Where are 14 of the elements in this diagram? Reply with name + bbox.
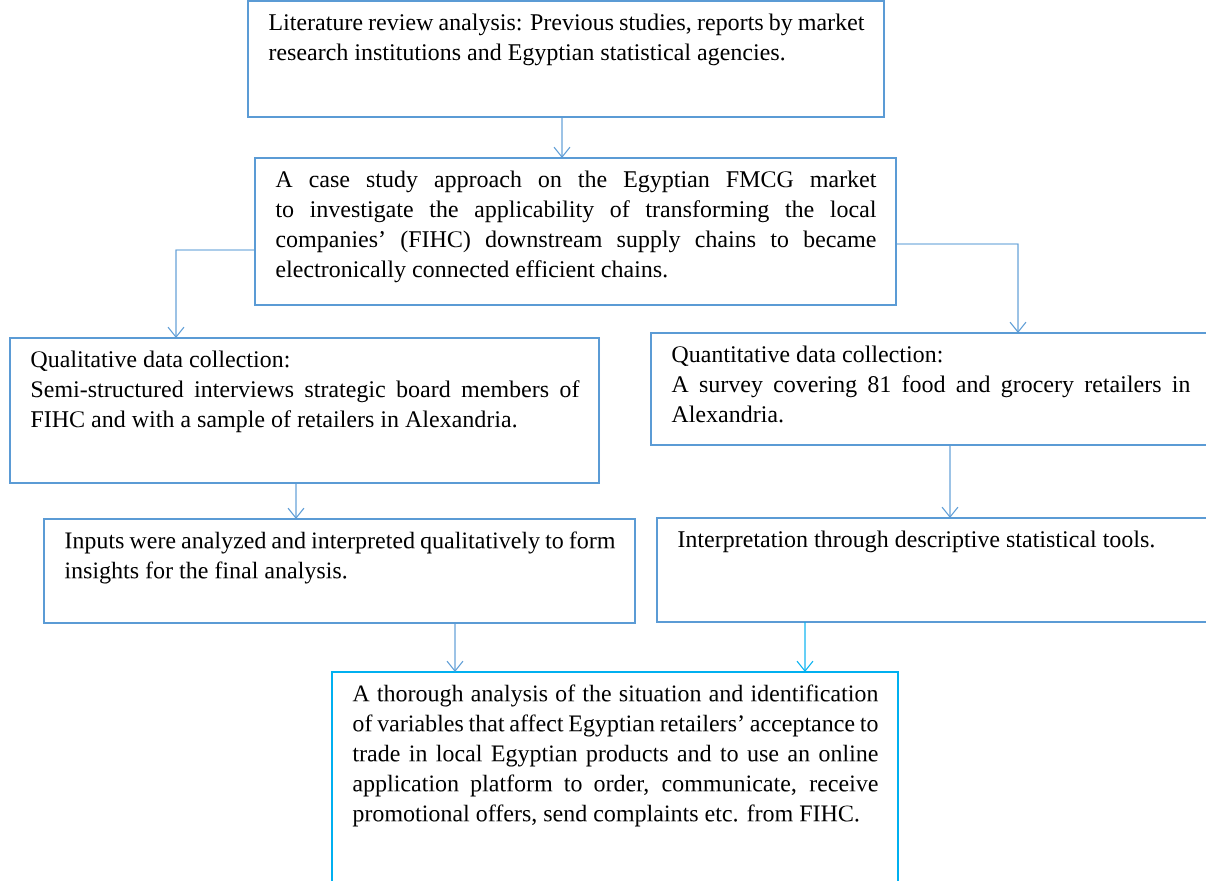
- arrow: [796, 621, 814, 672]
- process-box: A case study approach on the Egyptian FMCG market to investigate the applicability of transforming the local companies’ (FIHC) downstream supply chains to became electronically connected efficient chains.: [254, 157, 897, 306]
- arrow: [553, 116, 571, 158]
- arrow: [446, 622, 464, 672]
- process-box: Qualitative data collection: Semi-structured interviews strategic board members of FIHC and with a sample of retailers in Alexandria.: [9, 337, 600, 484]
- arrow: [287, 482, 305, 519]
- process-box: Interpretation through descriptive statistical tools.: [656, 517, 1206, 623]
- arrow: [941, 444, 959, 518]
- arrow: [167, 249, 256, 338]
- process-box: Literature review analysis: Previous studies, reports by market research institutions and Egyptian statistical agencies.: [247, 0, 885, 118]
- process-box: Inputs were analyzed and interpreted qualitatively to form insights for the final analysis.: [43, 518, 636, 624]
- process-box: Quantitative data collection: A survey covering 81 food and grocery retailers in Alexandria.: [650, 332, 1206, 446]
- process-box: A thorough analysis of the situation and identification of variables that affect Egyptian retailers’ acceptance to trade in local Egyptian products and to use an online application platform to order, communicate, receive promotional offers, send complaints etc. from FIHC.: [331, 671, 899, 881]
- arrow: [895, 243, 1027, 333]
